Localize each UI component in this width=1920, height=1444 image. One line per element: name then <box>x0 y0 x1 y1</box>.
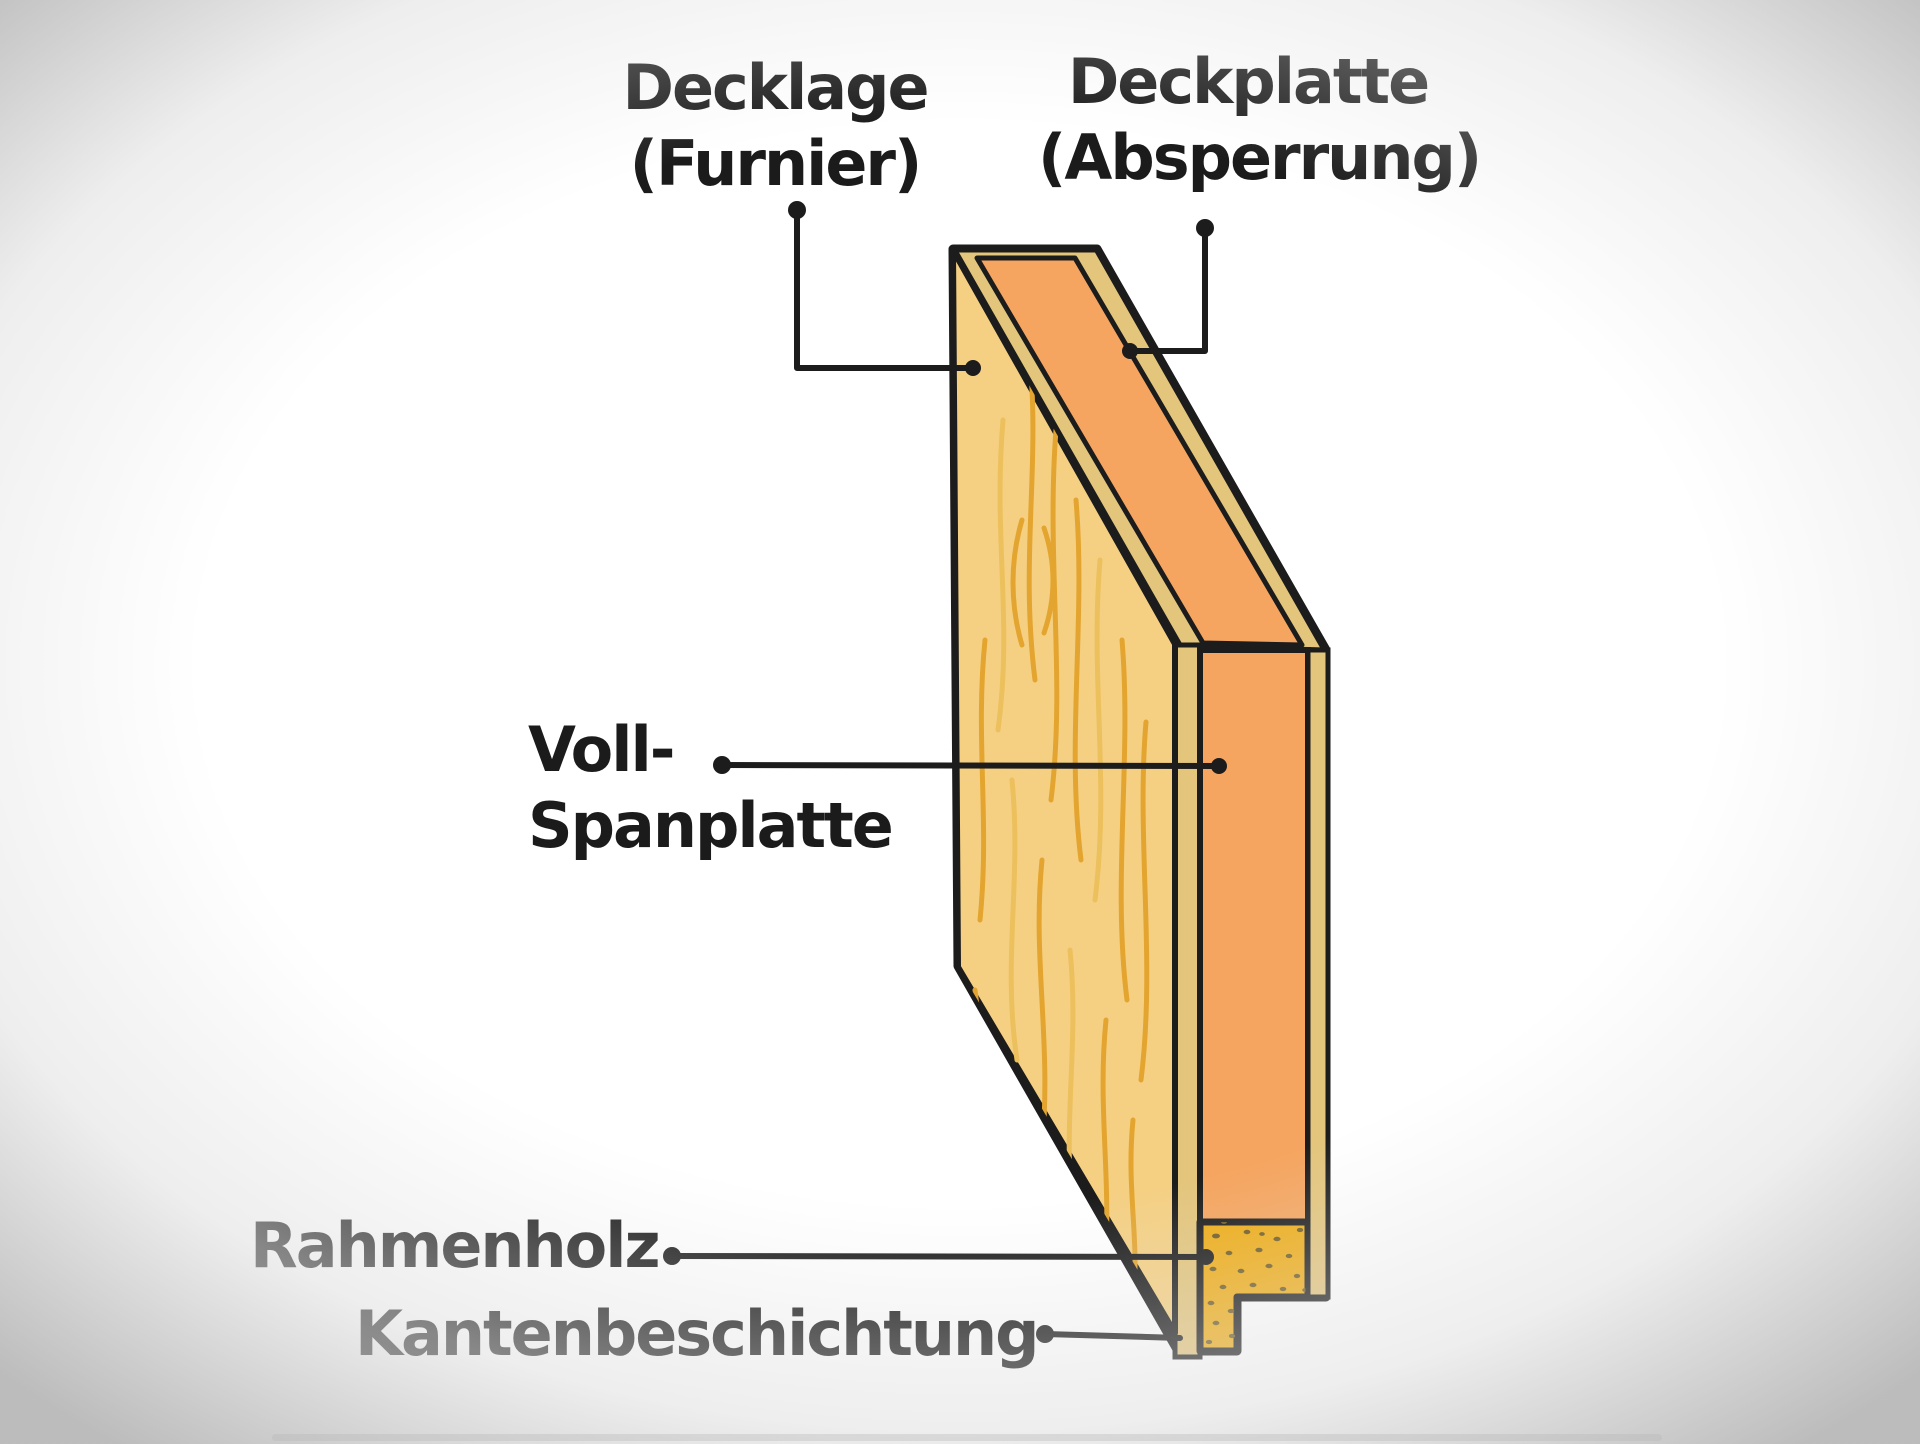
label-voll-spanplatte-line2: Spanplatte <box>528 789 894 862</box>
edge-strip-left <box>1172 642 1203 1360</box>
label-rahmenholz: Rahmenholz <box>250 1208 661 1284</box>
label-dot-decklage-text <box>788 201 806 219</box>
label-kantenbeschichtung: Kantenbeschichtung <box>355 1296 1040 1372</box>
label-dot-decklage-target <box>965 360 981 376</box>
label-decklage: Decklage (Furnier) <box>615 50 935 202</box>
label-dot-spanplatte-target <box>1211 758 1227 774</box>
label-dot-deckplatte-text <box>1196 219 1214 237</box>
label-dot-rahmenholz-target <box>1198 1249 1214 1265</box>
label-voll-spanplatte-line1: Voll- <box>528 713 675 786</box>
label-kantenbeschichtung-text: Kantenbeschichtung <box>355 1297 1040 1370</box>
label-deckplatte-line1: Deckplatte <box>1067 45 1430 118</box>
label-voll-spanplatte: Voll- Spanplatte <box>528 712 948 864</box>
label-dot-rahmenholz-text <box>663 1247 681 1265</box>
label-rahmenholz-text: Rahmenholz <box>250 1209 661 1282</box>
label-decklage-line2: (Furnier) <box>629 127 923 200</box>
label-dot-deckplatte-target <box>1122 343 1138 359</box>
label-deckplatte-line2: (Absperrung) <box>1038 121 1482 194</box>
bottom-edge-strip <box>272 1434 1662 1441</box>
chipboard-core-face <box>1197 647 1311 1225</box>
edge-strip-right <box>1305 647 1331 1300</box>
label-deckplatte: Deckplatte (Absperrung) <box>1038 44 1482 196</box>
leader-kantenbeschichtung <box>1036 1325 1183 1343</box>
label-dot-kantenbeschichtung-text <box>1036 1325 1054 1343</box>
label-decklage-line1: Decklage <box>622 51 929 124</box>
